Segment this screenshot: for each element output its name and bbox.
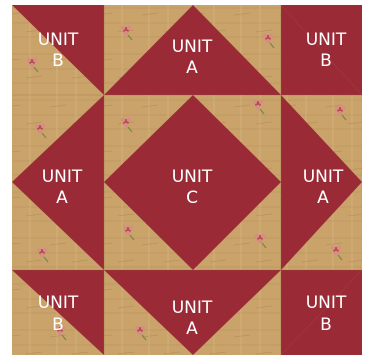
label-center-line1: UNIT [172, 167, 213, 187]
label-top-center-line2: A [186, 58, 198, 78]
label-middle-left-line2: A [56, 188, 68, 208]
label-top-left-line2: B [52, 51, 64, 71]
label-center-line2: C [186, 188, 198, 208]
label-bottom-left-line1: UNIT [38, 293, 79, 313]
label-middle-right-line1: UNIT [303, 167, 344, 187]
label-top-right-line1: UNIT [306, 30, 347, 50]
label-bottom-right-line1: UNIT [306, 293, 347, 313]
label-bottom-left-line2: B [52, 315, 64, 335]
label-middle-left-line1: UNIT [42, 167, 83, 187]
label-top-right-line2: B [320, 51, 332, 71]
label-middle-right-line2: A [317, 188, 329, 208]
label-bottom-center-line2: A [186, 319, 198, 339]
label-top-center-line1: UNIT [172, 37, 213, 57]
label-top-left-line1: UNIT [38, 30, 79, 50]
label-bottom-right-line2: B [320, 315, 332, 335]
label-bottom-center-line1: UNIT [172, 298, 213, 318]
